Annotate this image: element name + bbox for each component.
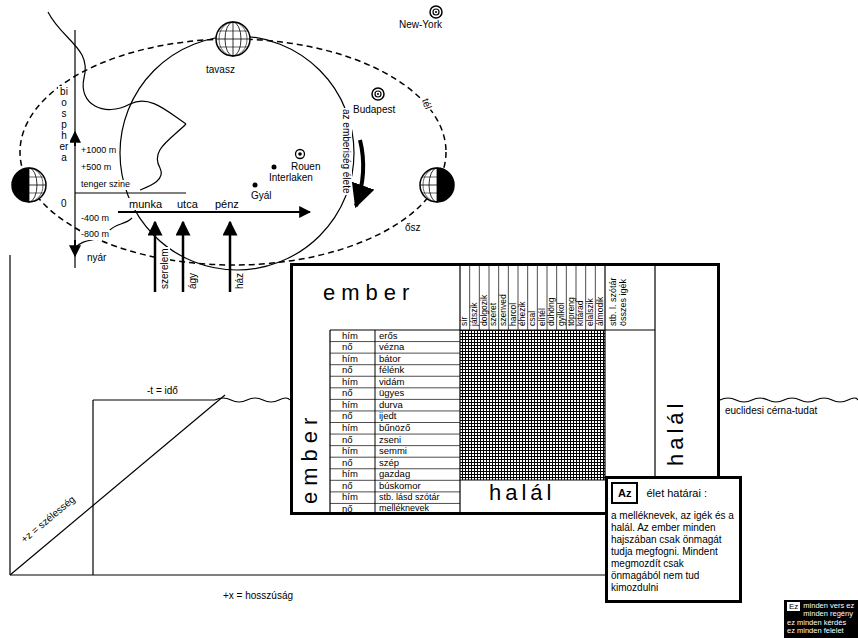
adjective-cell: vidám (378, 377, 405, 388)
elevation-label: -800 m (80, 230, 110, 240)
force-label: ház (234, 272, 245, 290)
verb-header: csal (528, 311, 537, 328)
gender-cell: nő (341, 458, 354, 469)
force-label: szerelem (159, 247, 170, 290)
path-word: utca (176, 198, 199, 210)
verb-header: éhezik (518, 301, 527, 328)
gender-cell: hím (341, 377, 359, 388)
verb-header: gyilkol (557, 302, 566, 328)
adjective-cell: bátor (378, 354, 402, 365)
axis-zero: 0 (60, 198, 68, 209)
elevation-label: +1000 m (80, 146, 117, 156)
city-name: Gyál (250, 190, 273, 201)
gender-cell: nő (341, 342, 354, 353)
verb-header: szeret (489, 303, 498, 328)
table-rule (330, 329, 655, 330)
verb-header: szenved (499, 294, 508, 328)
gender-cell: hím (341, 469, 359, 480)
verb-header: álmodik (596, 297, 605, 328)
adjective-cell: vézna (378, 342, 405, 353)
gender-cell: hím (341, 492, 359, 503)
verb-header: elítél (538, 308, 547, 328)
force-label: ágy (187, 272, 198, 290)
city-name: New-York (398, 19, 443, 30)
verb-header: dolgozik (480, 295, 489, 328)
table-rule (604, 263, 605, 480)
gender-cell: hím (341, 400, 359, 411)
season-label: tavasz (205, 64, 236, 75)
adjective-cell: erős (378, 331, 398, 342)
adjective-cell: félénk (378, 365, 405, 376)
verb-header: stb. l. szótár összes igék (608, 264, 628, 328)
gender-cell: hím (341, 423, 359, 434)
flow-label: az emberiség élete (341, 108, 352, 195)
gender-cell: nő (341, 435, 354, 446)
city-name: Budapest (352, 104, 396, 115)
verb-header: dühöng (547, 298, 556, 328)
gender-cell: nő (341, 411, 354, 422)
elevation-label: tenger szine (80, 180, 131, 190)
verb-header: elalszik (586, 298, 595, 328)
orbit (20, 39, 446, 265)
death-label: halál (489, 480, 555, 506)
gender-cell: hím (341, 446, 359, 457)
adjective-cell: gazdag (378, 469, 411, 480)
elevation-label: +500 m (80, 163, 112, 173)
note-key: Az (611, 482, 638, 504)
note-heading: élet határai : (646, 487, 707, 499)
season-label: nyár (86, 252, 107, 263)
adjective-cell: búskomor (378, 481, 422, 492)
path-word: munka (128, 198, 163, 210)
verb-header: kitárad (576, 300, 585, 328)
adjective-cell: durva (378, 400, 404, 411)
gender-cell: nő (341, 504, 354, 515)
closing-box: Ezminden vers ez minden regény ez minden… (784, 600, 858, 638)
note-body: a melléknevek, az igék és a halál. Az em… (611, 510, 734, 594)
adjective-cell: ügyes (378, 388, 405, 399)
table-rule (654, 263, 655, 480)
adjective-cell: bűnöző (378, 423, 411, 434)
verb-header: töpreng (567, 297, 576, 328)
verb-header: sír (460, 317, 469, 328)
verb-header: harcol (509, 303, 518, 328)
death-label: halál (663, 400, 689, 466)
table-heading: ember (297, 412, 323, 504)
adjective-cell: zseni (378, 435, 402, 446)
city-name: Interlaken (268, 172, 314, 183)
closing-key: Ez (787, 602, 800, 611)
axis-label: -t = idő (146, 385, 179, 396)
axis-title: biosphera (58, 86, 70, 163)
verb-adjective-grid (460, 330, 605, 480)
city-name: Rouen (290, 161, 321, 172)
gender-cell: nő (341, 388, 354, 399)
axis-label: +z = szélesség (18, 493, 78, 546)
gender-cell: nő (341, 365, 354, 376)
season-label: ősz (404, 222, 422, 233)
table-heading: ember (323, 280, 415, 306)
table-rule (459, 263, 460, 515)
season-label: tél (420, 96, 435, 112)
adjective-cell: ijedt (378, 411, 397, 422)
axis-label: +x = hosszúság (222, 590, 294, 601)
elevation-label: -400 m (80, 214, 110, 224)
gender-cell: hím (341, 331, 359, 342)
wave-label: euclidesi cérna-tudat (724, 405, 818, 416)
adjective-cell: stb. lásd szótár melléknevek (378, 492, 460, 513)
verb-header: játszik (470, 302, 479, 328)
note-box: Az élet határai : a melléknevek, az igék é… (605, 476, 742, 603)
adjective-cell: semmi (378, 446, 408, 457)
adjective-cell: szép (378, 458, 400, 469)
path-word: pénz (214, 198, 240, 210)
gender-cell: hím (341, 354, 359, 365)
gender-cell: nő (341, 481, 354, 492)
